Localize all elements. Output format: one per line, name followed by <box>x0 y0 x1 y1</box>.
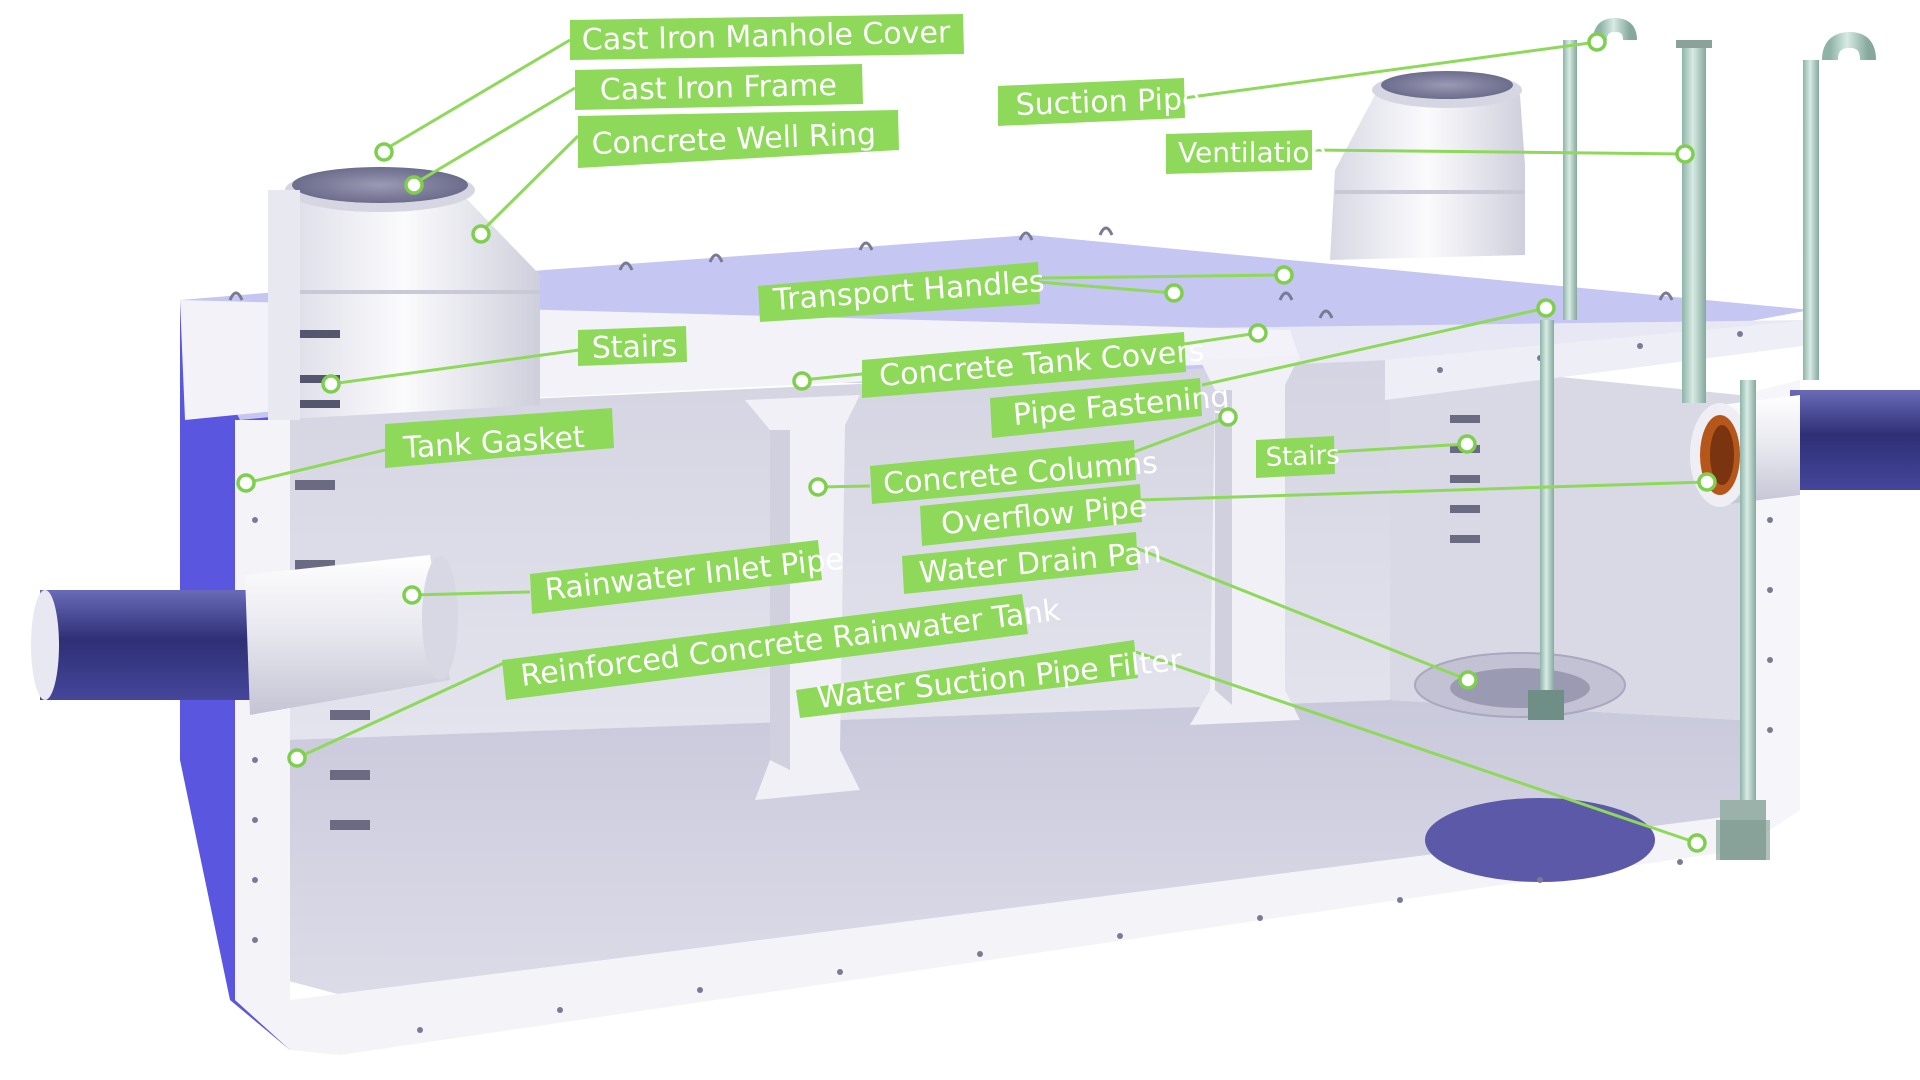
suction-pipe-shape <box>1528 17 1637 720</box>
ventilation-pipe-shape <box>1676 40 1712 403</box>
label-group-cast-iron-frame: Cast Iron Frame <box>404 64 863 195</box>
label-group-concrete-well-ring: Concrete Well Ring <box>471 110 899 244</box>
label-group-cast-iron-manhole-cover: Cast Iron Manhole Cover <box>374 14 964 162</box>
label-group-suction-pipe: Suction Pipe <box>998 32 1607 126</box>
label-stairs-left: Stairs <box>591 329 677 366</box>
transport-handles-shapes <box>228 226 1674 319</box>
drain-sump-bottom <box>1425 798 1655 882</box>
label-group-stairs-left: Stairs <box>321 326 687 394</box>
overflow-pipe-shape <box>1690 390 1920 507</box>
tank-front-wall-bottom <box>290 815 1740 1055</box>
tank-floor <box>285 700 1740 1000</box>
manhole-left <box>268 167 540 420</box>
tank-front-wall-left <box>235 420 290 1050</box>
vent-chamber-right <box>1330 71 1525 260</box>
label-cast-iron-manhole-cover: Cast Iron Manhole Cover <box>581 15 951 58</box>
rainwater-inlet-pipe-shape <box>31 555 458 715</box>
label-cast-iron-frame: Cast Iron Frame <box>599 68 837 108</box>
label-ventilation: Ventilation <box>1178 136 1327 169</box>
suction-pipe-2-shape <box>1716 31 1876 860</box>
stairs-left-rungs <box>295 480 370 830</box>
label-stairs-right: Stairs <box>1265 440 1340 473</box>
label-group-stairs-right: Stairs <box>1256 434 1477 478</box>
label-suction-pipe: Suction Pipe <box>1015 82 1201 123</box>
label-group-ventilation: Ventilation <box>1166 130 1695 174</box>
